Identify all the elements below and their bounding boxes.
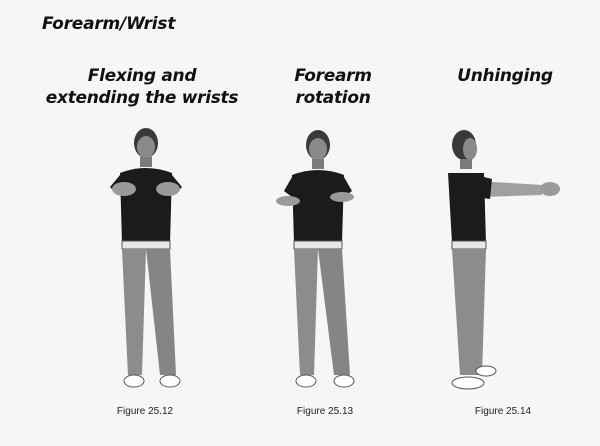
exercise-heading-unhinging: Unhinging [457, 66, 553, 86]
figure-caption: Figure 25.12 [116, 406, 174, 417]
figure-photo-rotation [270, 125, 380, 397]
figure-photo-flexing [90, 125, 200, 397]
exercise-heading-flexing: Flexing and extending the wrists [45, 66, 239, 108]
figure-caption: Figure 25.14 [474, 406, 532, 417]
figure-photo-unhinging [430, 125, 580, 397]
exercise-heading-rotation: Forearm rotation [294, 66, 372, 108]
page-title: Forearm/Wrist [42, 14, 176, 34]
figure-caption: Figure 25.13 [296, 406, 354, 417]
